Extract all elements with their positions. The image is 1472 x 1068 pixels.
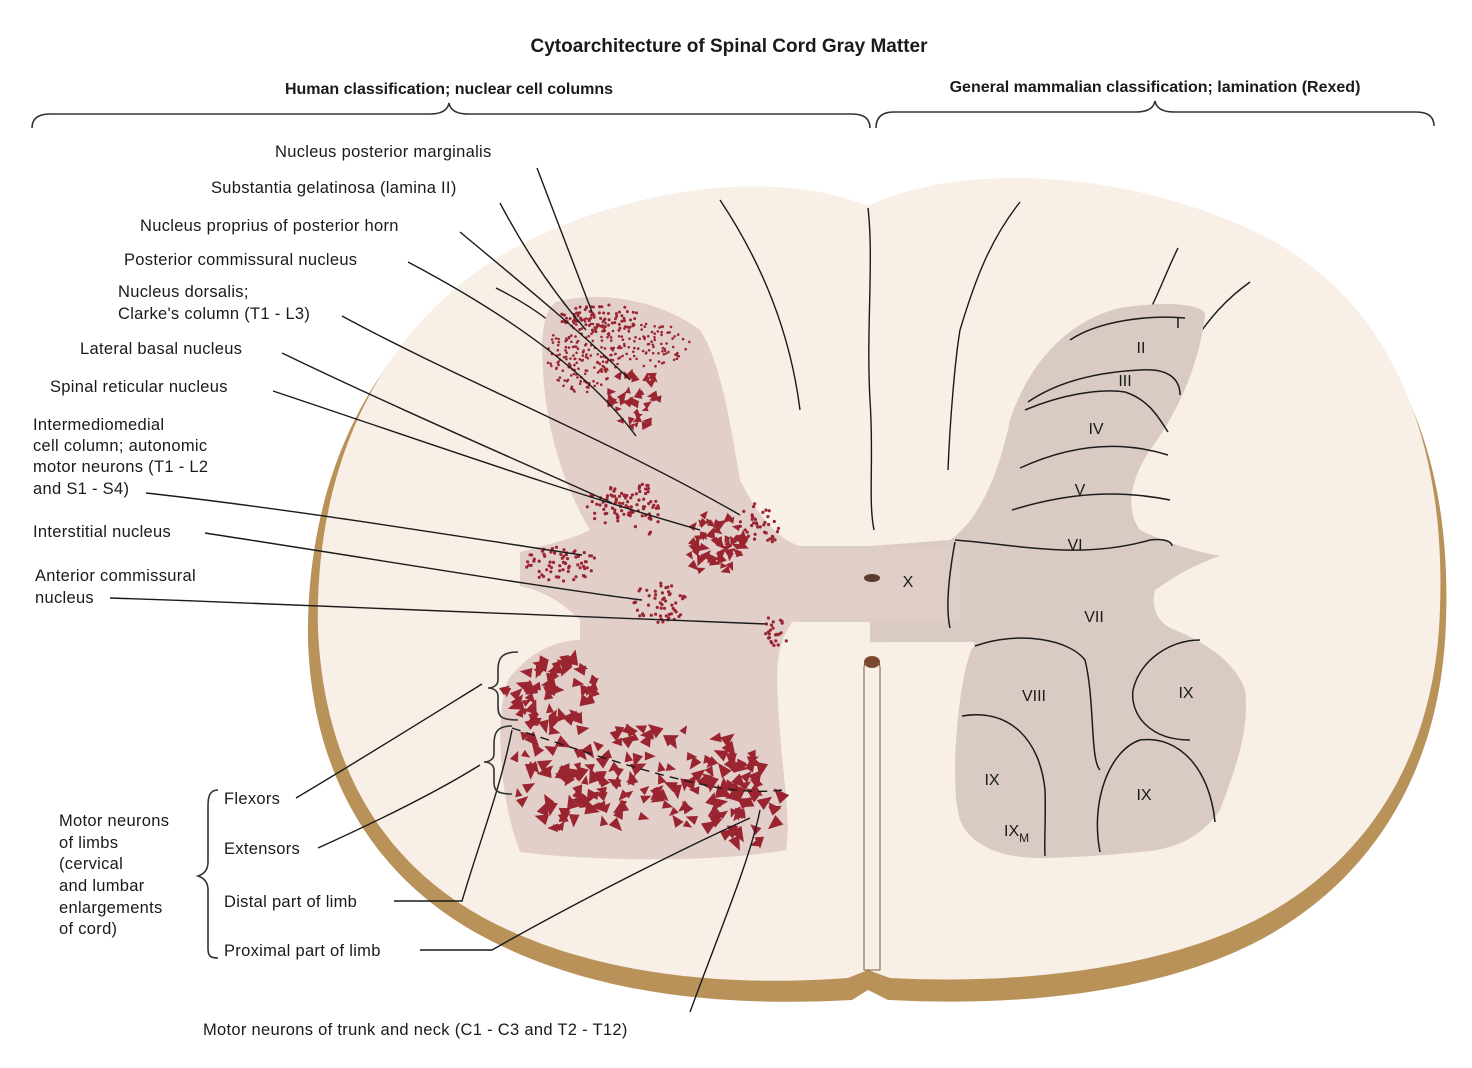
label-anterior-commissural-1: Anterior commissural xyxy=(35,567,196,585)
label-nucleus-proprius: Nucleus proprius of posterior horn xyxy=(140,217,399,235)
label-distal-part-of-limb: Distal part of limb xyxy=(224,893,357,911)
right-heading: General mammalian classification; lamina… xyxy=(950,79,1361,96)
lamina-VI: VI xyxy=(1067,537,1082,554)
label-motor-limbs-4: and lumbar xyxy=(59,877,145,895)
lamina-II: II xyxy=(1137,340,1146,357)
lamina-I: I xyxy=(1176,315,1180,332)
lamina-VIII: VIII xyxy=(1022,688,1046,705)
extensor-motor-neurons xyxy=(509,709,611,833)
leader-lines xyxy=(109,167,767,1013)
lamina-V: V xyxy=(1075,482,1086,499)
lamina-IX-lateral: IX xyxy=(1178,685,1193,702)
label-anterior-commissural-2: nucleus xyxy=(35,589,94,607)
extensor-brace xyxy=(483,725,513,795)
proximal-limb-motor-neurons xyxy=(707,753,790,851)
label-intermediomedial-2: cell column; autonomic xyxy=(33,437,207,455)
neuron-groups xyxy=(498,303,790,851)
ventral-white-left xyxy=(790,622,860,968)
right-heading-brace xyxy=(875,100,1435,129)
label-motor-limbs-6: of cord) xyxy=(59,920,117,938)
lamina-IX-M-sub: M xyxy=(1019,831,1029,845)
label-intermediomedial-3: motor neurons (T1 - L2 xyxy=(33,458,208,476)
label-spinal-reticular: Spinal reticular nucleus xyxy=(50,378,228,396)
label-substantia-gelatinosa: Substantia gelatinosa (lamina II) xyxy=(211,179,457,197)
lamina-VII: VII xyxy=(1084,609,1104,626)
intermediomedial-stipple xyxy=(525,545,597,583)
flexor-extensor-divider xyxy=(511,727,783,793)
label-motor-limbs-5: enlargements xyxy=(59,899,163,917)
lamina-IX-medial: IX xyxy=(984,772,999,789)
label-proximal-part-of-limb: Proximal part of limb xyxy=(224,942,381,960)
lamina-IV: IV xyxy=(1088,421,1103,438)
dorsal-root-entry-left xyxy=(495,287,549,321)
clarke-column-cells xyxy=(685,510,750,575)
label-trunk-neck: Motor neurons of trunk and neck (C1 - C3… xyxy=(203,1021,628,1039)
dorsal-column-left-boundary xyxy=(719,199,801,411)
left-heading: Human classification; nuclear cell colum… xyxy=(285,81,613,98)
label-nucleus-dorsalis-2: Clarke's column (T1 - L3) xyxy=(118,305,310,323)
label-interstitial: Interstitial nucleus xyxy=(33,523,171,541)
distal-limb-motor-neurons xyxy=(559,723,764,835)
ventral-fissure-tip xyxy=(864,656,880,668)
label-intermediomedial-1: Intermediomedial xyxy=(33,416,164,434)
gelatinosa-cap-stipple xyxy=(610,322,691,368)
anterior-commissural-stipple xyxy=(764,616,788,648)
ventral-fissure xyxy=(863,657,881,971)
label-extensors: Extensors xyxy=(224,840,300,858)
label-motor-limbs-1: Motor neurons xyxy=(59,812,169,830)
label-lateral-basal: Lateral basal nucleus xyxy=(80,340,242,358)
dorsal-column-right-boundary xyxy=(947,201,1021,471)
interstitial-stipple xyxy=(632,581,687,624)
proprius-cells xyxy=(606,368,662,431)
label-posterior-commissural: Posterior commissural nucleus xyxy=(124,251,357,269)
label-flexors: Flexors xyxy=(224,790,280,808)
lamina-boundaries xyxy=(947,316,1216,857)
dorsal-root-entry-right2 xyxy=(1149,247,1179,311)
label-nucleus-dorsalis-1: Nucleus dorsalis; xyxy=(118,283,249,301)
left-heading-brace xyxy=(31,102,871,129)
motor-limbs-brace xyxy=(195,789,219,959)
reticular-stipple xyxy=(585,486,630,525)
lamina-IX-M-base: IX xyxy=(1004,823,1019,840)
central-canal xyxy=(864,574,880,582)
lamina-IX-M: IXM xyxy=(1004,823,1029,845)
figure-title: Cytoarchitecture of Spinal Cord Gray Mat… xyxy=(531,36,929,57)
label-motor-limbs-3: (cervical xyxy=(59,855,123,873)
lamina-X: X xyxy=(903,574,914,591)
label-intermediomedial-4: and S1 - S4) xyxy=(33,480,129,498)
dorsal-septum xyxy=(867,207,875,531)
lateral-basal-stipple xyxy=(626,482,661,536)
label-nucleus-posterior-marginalis: Nucleus posterior marginalis xyxy=(275,143,492,161)
central-gray xyxy=(800,546,960,622)
label-motor-limbs-2: of limbs xyxy=(59,834,118,852)
gray-matter-right xyxy=(870,304,1246,858)
flexor-brace xyxy=(487,651,519,721)
ventral-white-right xyxy=(884,642,975,968)
lamina-IX-ventrolateral: IX xyxy=(1136,787,1151,804)
flexor-motor-neurons xyxy=(498,649,600,727)
marginalis-stipple xyxy=(560,303,638,334)
posterior-commissural-stipple xyxy=(738,502,781,544)
lamina-III: III xyxy=(1118,373,1131,390)
